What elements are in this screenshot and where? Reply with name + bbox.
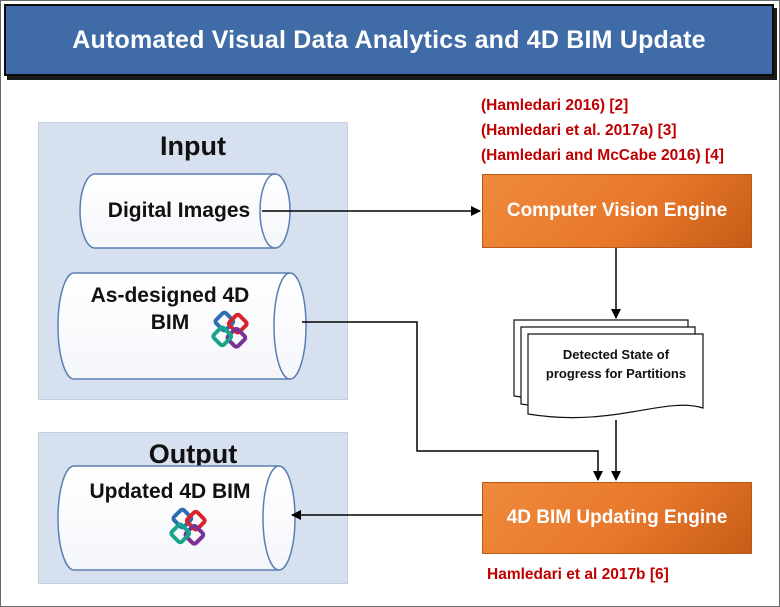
asdesigned-line2-label: BIM (150, 311, 190, 334)
arrow-asdesigned-to-updater (302, 321, 603, 481)
reference-hamledari-2017b: Hamledari et al 2017b [6] (487, 566, 669, 583)
digital-images-label: Digital Images (107, 199, 251, 222)
bim-updating-engine-label: 4D BIM Updating Engine (506, 507, 728, 528)
bim-updating-engine-box: 4D BIM Updating Engine (482, 482, 752, 554)
reference-hamledari-2017a: (Hamledari et al. 2017a) [3] (481, 122, 677, 139)
updated-bim-cylinder (57, 465, 296, 571)
digital-images-cylinder (79, 173, 291, 249)
ifc-logo-icon (211, 310, 249, 349)
computer-vision-engine-box: Computer Vision Engine (482, 174, 752, 248)
ifc-logo-icon (169, 507, 207, 546)
asdesigned-line1-label: As-designed 4D (90, 284, 250, 307)
reference-hamledari-mccabe-2016: (Hamledari and McCabe 2016) [4] (481, 147, 724, 164)
output-heading: Output (148, 439, 238, 469)
asdesigned-bim-cylinder (57, 272, 307, 380)
detected-state-line2: progress for Partitions (545, 366, 687, 381)
detected-state-document (513, 319, 704, 419)
reference-hamledari-2016: (Hamledari 2016) [2] (481, 97, 629, 114)
computer-vision-engine-label: Computer Vision Engine (506, 200, 728, 221)
updated-bim-label: Updated 4D BIM (89, 480, 251, 503)
detected-state-label: Detected State of progress for Partition… (532, 345, 700, 383)
detected-state-line1: Detected State of (562, 347, 670, 362)
diagram-title: Automated Visual Data Analytics and 4D B… (4, 4, 774, 76)
input-heading: Input (160, 131, 226, 161)
